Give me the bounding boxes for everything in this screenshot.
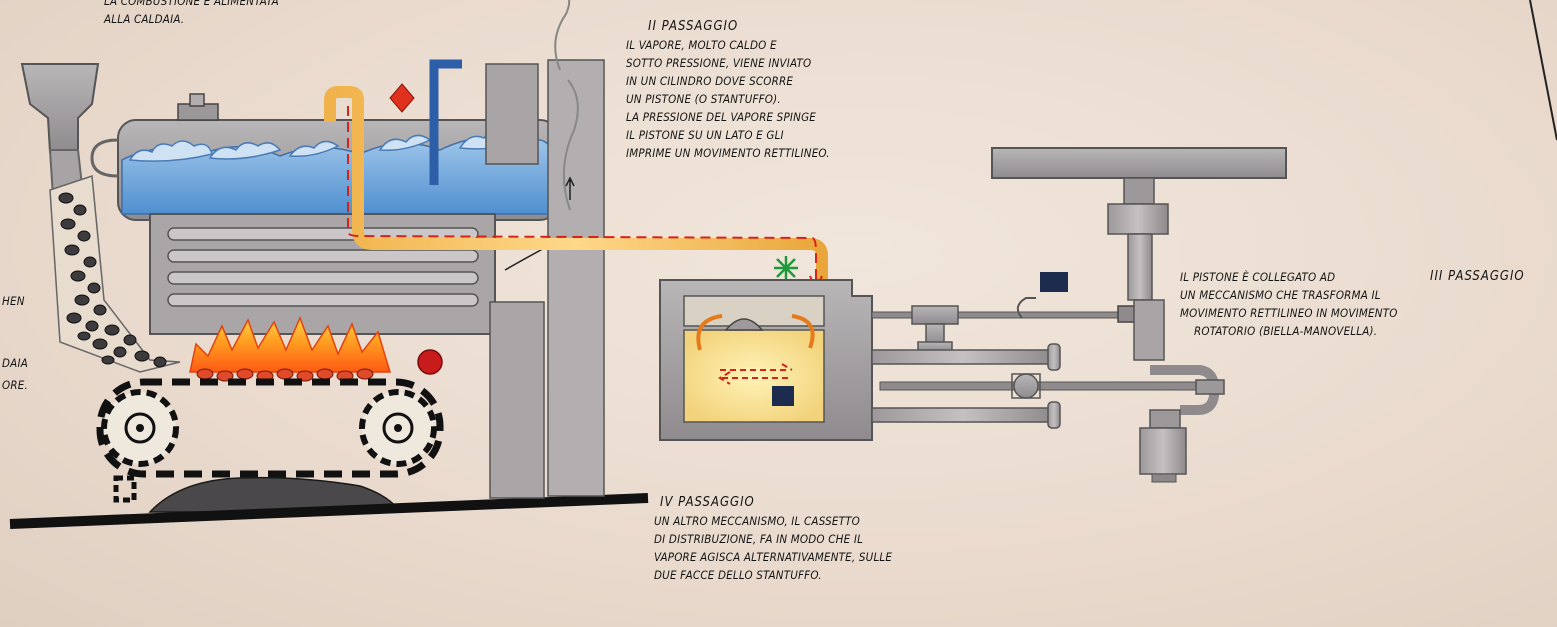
red-circle-marker — [418, 350, 442, 374]
main-shaft — [1128, 234, 1152, 300]
furnace-wall — [490, 302, 544, 498]
conveyor-wheel-left — [104, 392, 176, 464]
main-shaft-bottom — [1140, 428, 1186, 474]
foot-base — [1152, 474, 1176, 482]
left-note-line-1: HEN — [2, 280, 28, 322]
chimney-stack-left — [486, 64, 538, 164]
step-3-line-4: ROTATORIO (BIELLA-MANOVELLA). — [1194, 322, 1398, 340]
cylinder-bore — [684, 330, 824, 422]
step-2-line-1: IL VAPORE, MOLTO CALDO E — [626, 36, 830, 54]
bearing-upper — [1108, 204, 1168, 234]
top-note-line-1: LA COMBUSTIONE È ALIMENTATA — [104, 0, 279, 10]
crank-pin — [1196, 380, 1224, 394]
step-2-line-6: IL PISTONE SU UN LATO E GLI — [626, 126, 830, 144]
conveyor-wheel-right — [362, 392, 434, 464]
page-edge-line — [1530, 0, 1557, 140]
bearing-lower — [1150, 410, 1180, 428]
main-shaft-top — [1124, 178, 1154, 204]
left-note: HEN DAIA ORE. — [2, 280, 28, 396]
step-2-note: II PASSAGGIO IL VAPORE, MOLTO CALDO E SO… — [626, 18, 830, 162]
rod-support — [912, 306, 958, 352]
step-3-line-1: IL PISTONE È COLLEGATO AD — [1180, 268, 1398, 286]
step-2-line-5: LA PRESSIONE DEL VAPORE SPINGE — [626, 108, 830, 126]
step-2-line-7: IMPRIME UN MOVIMENTO RETTILINEO. — [626, 144, 830, 162]
step-3-line-3: MOVIMENTO RETTILINEO IN MOVIMENTO — [1180, 304, 1398, 322]
step-4-note: IV PASSAGGIO UN ALTRO MECCANISMO, IL CAS… — [654, 494, 892, 584]
red-diamond-marker — [390, 84, 414, 112]
step-2-heading: II PASSAGGIO — [648, 18, 830, 36]
connecting-rod — [880, 374, 1200, 398]
left-note-line-2: DAIA — [2, 352, 28, 374]
step-4-line-4: DUE FACCE DELLO STANTUFFO. — [654, 566, 892, 584]
green-asterisk-marker — [774, 256, 798, 280]
left-note-line-3: ORE. — [2, 374, 28, 396]
navy-square-marker-2 — [1040, 272, 1068, 292]
step-3-heading-box: III PASSAGGIO — [1430, 268, 1525, 286]
step-2-line-2: SOTTO PRESSIONE, VIENE INVIATO — [626, 54, 830, 72]
side-gauge — [92, 140, 118, 176]
step-4-line-1: UN ALTRO MECCANISMO, IL CASSETTO — [654, 512, 892, 530]
top-note: LA COMBUSTIONE È ALIMENTATA ALLA CALDAIA… — [104, 0, 279, 28]
step-3-note: IL PISTONE È COLLEGATO AD UN MECCANISMO … — [1180, 268, 1398, 340]
top-note-line-2: ALLA CALDAIA. — [104, 10, 279, 28]
step-2-line-3: IN UN CILINDRO DOVE SCORRE — [626, 72, 830, 90]
step-4-line-2: DI DISTRIBUZIONE, FA IN MODO CHE IL — [654, 530, 892, 548]
step-4-heading: IV PASSAGGIO — [660, 494, 892, 512]
step-2-line-4: UN PISTONE (O STANTUFFO). — [626, 90, 830, 108]
step-4-line-3: VAPORE AGISCA ALTERNATIVAMENTE, SULLE — [654, 548, 892, 566]
safety-valve — [178, 94, 218, 120]
step-3-heading: III PASSAGGIO — [1430, 268, 1525, 286]
step-3-line-2: UN MECCANISMO CHE TRASFORMA IL — [1180, 286, 1398, 304]
piston-rod — [872, 312, 1122, 318]
steam-cylinder-group — [660, 272, 1200, 440]
flywheel — [992, 148, 1286, 178]
crank-block — [1134, 300, 1164, 360]
navy-square-marker — [772, 386, 794, 406]
